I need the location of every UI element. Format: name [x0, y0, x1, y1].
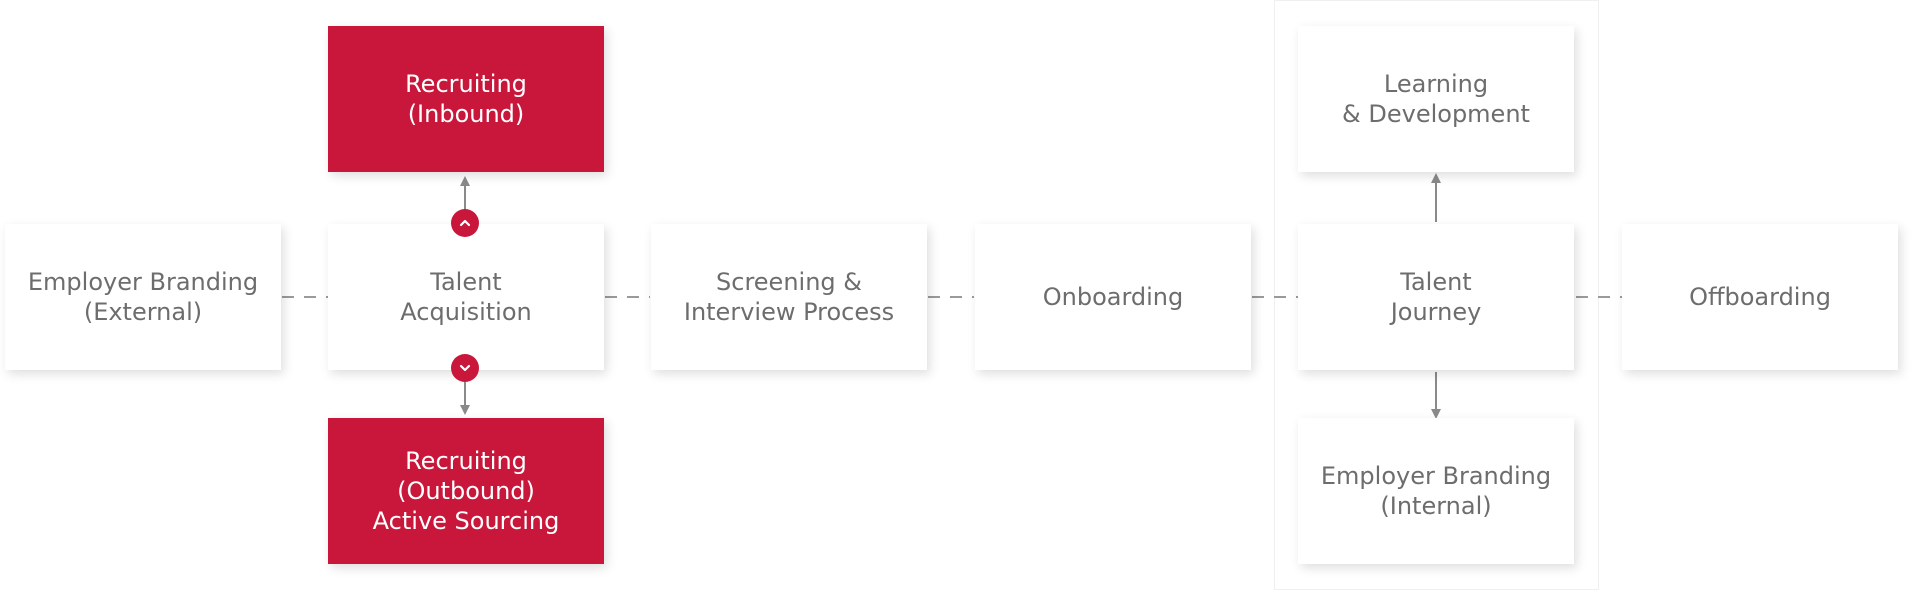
node-learning-development: Learning & Development — [1298, 26, 1574, 172]
node-talent-journey[interactable]: Talent Journey — [1298, 224, 1574, 370]
node-talent-acquisition[interactable]: Talent Acquisition — [328, 224, 604, 370]
node-employer-branding-internal: Employer Branding (Internal) — [1298, 418, 1574, 564]
chevron-down-icon[interactable] — [451, 354, 479, 382]
chevron-down-glyph — [459, 364, 471, 372]
node-employer-branding-external: Employer Branding (External) — [5, 224, 281, 370]
chevron-up-glyph — [459, 219, 471, 227]
chevron-up-icon[interactable] — [451, 209, 479, 237]
node-recruiting-outbound: Recruiting (Outbound) Active Sourcing — [328, 418, 604, 564]
node-onboarding: Onboarding — [975, 224, 1251, 370]
node-recruiting-inbound: Recruiting (Inbound) — [328, 26, 604, 172]
node-offboarding: Offboarding — [1622, 224, 1898, 370]
node-screening-interview: Screening & Interview Process — [651, 224, 927, 370]
